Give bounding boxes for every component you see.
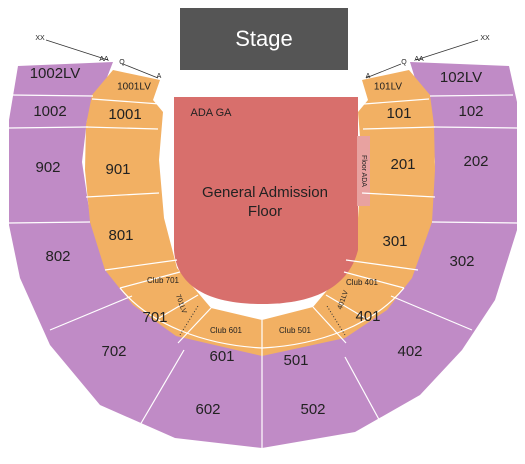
section-101lv[interactable]: 101LV bbox=[374, 82, 403, 93]
section-901[interactable]: 901 bbox=[105, 161, 130, 178]
stage-label: Stage bbox=[235, 26, 293, 51]
ada-ga-area[interactable] bbox=[174, 102, 248, 124]
section-club-701[interactable]: Club 701 bbox=[147, 276, 180, 285]
floor-ada-label: Floor ADA bbox=[360, 155, 367, 187]
floor-ada-area[interactable] bbox=[357, 136, 370, 206]
row-label-left-q: Q bbox=[119, 59, 125, 66]
section-1001lv[interactable]: 1001LV bbox=[117, 82, 151, 93]
row-markers: XX AA Q A XX AA Q A bbox=[35, 35, 490, 80]
section-202[interactable]: 202 bbox=[463, 153, 488, 170]
section-301[interactable]: 301 bbox=[382, 233, 407, 250]
section-1002[interactable]: 1002 bbox=[33, 103, 66, 120]
section-501[interactable]: 501 bbox=[283, 352, 308, 369]
section-102lv[interactable]: 102LV bbox=[440, 69, 482, 86]
upper-bowl bbox=[9, 62, 517, 448]
section-601[interactable]: 601 bbox=[209, 348, 234, 365]
section-1001[interactable]: 1001 bbox=[108, 106, 141, 123]
section-club-601[interactable]: Club 601 bbox=[210, 326, 243, 335]
section-402[interactable]: 402 bbox=[397, 343, 422, 360]
section-201[interactable]: 201 bbox=[390, 156, 415, 173]
section-701[interactable]: 701 bbox=[142, 309, 167, 326]
section-club-401[interactable]: Club 401 bbox=[346, 278, 379, 287]
section-101[interactable]: 101 bbox=[386, 105, 411, 122]
row-label-left-xx: XX bbox=[35, 35, 45, 42]
row-label-right-q: Q bbox=[401, 59, 407, 66]
row-label-right-aa: AA bbox=[414, 56, 424, 63]
section-102[interactable]: 102 bbox=[458, 103, 483, 120]
stage bbox=[180, 8, 348, 70]
row-label-left-a: A bbox=[157, 73, 162, 80]
row-label-right-a: A bbox=[366, 73, 371, 80]
section-302[interactable]: 302 bbox=[449, 253, 474, 270]
section-902[interactable]: 902 bbox=[35, 159, 60, 176]
ga-floor[interactable] bbox=[174, 97, 358, 304]
row-label-right-xx: XX bbox=[480, 35, 490, 42]
section-401[interactable]: 401 bbox=[355, 308, 380, 325]
section-club-501[interactable]: Club 501 bbox=[279, 326, 312, 335]
section-702[interactable]: 702 bbox=[101, 343, 126, 360]
floor-label-line2: Floor bbox=[248, 203, 282, 220]
section-802[interactable]: 802 bbox=[45, 248, 70, 265]
section-1002lv[interactable]: 1002LV bbox=[30, 65, 81, 82]
floor-label-line1: General Admission bbox=[202, 184, 328, 201]
section-602[interactable]: 602 bbox=[195, 401, 220, 418]
section-801[interactable]: 801 bbox=[108, 227, 133, 244]
section-dividers bbox=[8, 94, 518, 448]
row-label-left-aa: AA bbox=[99, 56, 109, 63]
ada-ga-label: ADA GA bbox=[191, 107, 233, 119]
section-502[interactable]: 502 bbox=[300, 401, 325, 418]
lower-bowl bbox=[85, 70, 435, 356]
